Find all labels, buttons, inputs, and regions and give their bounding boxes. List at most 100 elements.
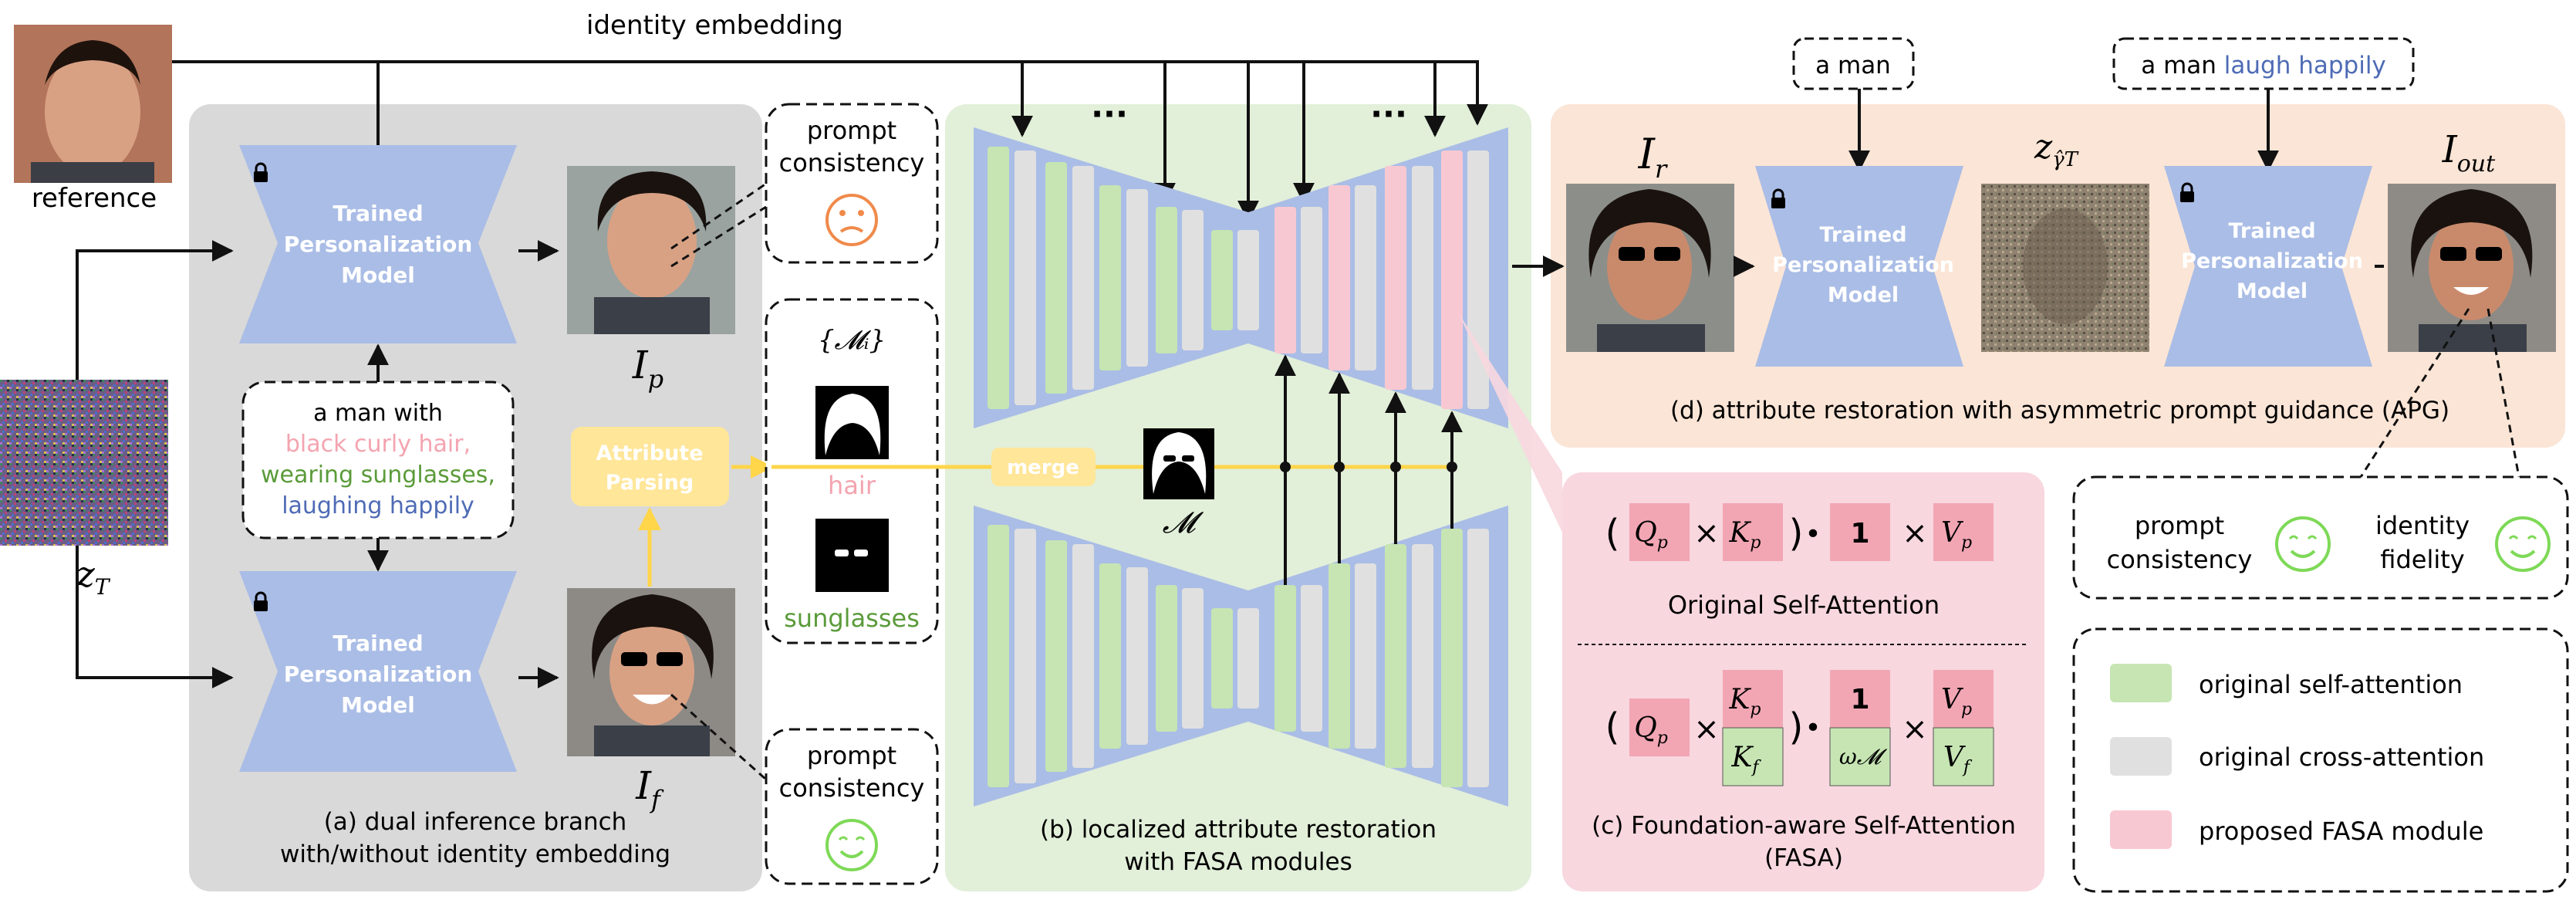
masks-box — [765, 298, 939, 644]
mask-image — [815, 386, 889, 459]
svg-text:Personalization: Personalization — [2181, 249, 2363, 273]
svg-text:a man: a man — [1815, 52, 1891, 79]
trained-model-d2: Trained Personalization Model — [2164, 166, 2372, 367]
legend-swatch-pink — [2110, 810, 2172, 849]
happy-face-icon — [2275, 516, 2331, 572]
image-ir — [1566, 184, 1734, 352]
label-ir: Ir — [1638, 130, 1668, 184]
legend-box — [2072, 627, 2569, 893]
panel-c — [1562, 472, 2044, 891]
caption-c-line2: (FASA) — [1764, 844, 1843, 872]
merge-box — [991, 448, 1096, 486]
image-ip — [567, 166, 735, 334]
mask-image — [1143, 428, 1214, 499]
reference-label: reference — [32, 183, 157, 214]
svg-text:prompt: prompt — [807, 741, 896, 770]
prompt-line-2: black curly hair, — [285, 431, 471, 458]
svg-text:×: × — [1693, 516, 1720, 551]
svg-text:Trained: Trained — [2228, 219, 2315, 243]
svg-text:Model: Model — [1828, 283, 1899, 307]
caption-b-line1: (b) localized attribute restoration — [1040, 816, 1437, 844]
legend-green-label: original self-attention — [2199, 670, 2463, 699]
mask-hair-label: hair — [828, 471, 876, 500]
attribute-parsing-box — [571, 427, 729, 506]
caption-d: (d) attribute restoration with asymmetri… — [1670, 397, 2449, 424]
unet-top-blocks — [988, 147, 1489, 409]
svg-text:Trained: Trained — [333, 631, 423, 656]
prompt-box — [241, 380, 515, 539]
legend-gray-label: original cross-attention — [2199, 742, 2484, 772]
original-self-attention-label: Original Self-Attention — [1668, 590, 1940, 620]
original-self-attention-formula: ( Qp × Kp ) • 1 × Vp — [1605, 503, 1994, 561]
trained-model-top: Trained Personalization Model — [239, 145, 517, 343]
sad-face-icon — [825, 194, 878, 246]
svg-text:×: × — [1902, 516, 1928, 551]
svg-text:Model: Model — [2237, 279, 2308, 303]
legend-pink-label: proposed FASA module — [2199, 817, 2483, 846]
mask-sunglasses-label: sunglasses — [784, 604, 920, 633]
prompt-line-3: wearing sunglasses, — [261, 462, 495, 489]
svg-text:Kp: Kp — [1729, 684, 1761, 719]
prompt-a-man-box — [1792, 37, 1915, 90]
svg-text:Personalization: Personalization — [284, 661, 473, 687]
svg-text:prompt: prompt — [807, 116, 896, 145]
prompt-consistency-happy — [765, 728, 939, 885]
svg-text:Personalization: Personalization — [284, 232, 473, 257]
prompt-line-1: a man with — [313, 400, 443, 427]
svg-text:(: ( — [1605, 705, 1620, 749]
svg-text:Kf: Kf — [1730, 742, 1761, 777]
reference-photo — [14, 25, 172, 183]
evaluation-box — [2072, 475, 2569, 600]
svg-text:Attribute: Attribute — [596, 441, 703, 465]
svg-text:Model: Model — [341, 692, 415, 718]
svg-text:a man laugh happily: a man laugh happily — [2141, 52, 2386, 79]
legend-swatch-green — [2110, 664, 2172, 702]
svg-text:consistency: consistency — [2107, 545, 2253, 574]
svg-text:Kp: Kp — [1729, 517, 1761, 553]
svg-text:Vp: Vp — [1941, 517, 1972, 553]
svg-text:Qp: Qp — [1634, 517, 1668, 553]
svg-text:Vp: Vp — [1941, 684, 1972, 719]
fasa-formula: ( Qp × Kp Kf ) • 1 ω𝓜 × Vp Vf — [1605, 670, 1994, 786]
svg-text:ω𝓜: ω𝓜 — [1839, 744, 1888, 769]
ellipsis-left: ··· — [1091, 95, 1128, 133]
svg-text:): ) — [1789, 512, 1804, 555]
noise-image — [0, 380, 168, 546]
label-iout: Iout — [2442, 128, 2496, 178]
caption-b-line2: with FASA modules — [1124, 848, 1352, 876]
svg-text:Trained: Trained — [1819, 223, 1906, 247]
svg-text:Parsing: Parsing — [606, 471, 694, 495]
caption-a-line1: (a) dual inference branch — [324, 808, 627, 836]
svg-text:consistency: consistency — [779, 773, 925, 803]
svg-text:consistency: consistency — [779, 148, 925, 178]
prompt-line-4: laughing happily — [282, 492, 474, 519]
prompt-consistency-sad — [765, 103, 939, 264]
caption-c-line1: (c) Foundation-aware Self-Attention — [1592, 812, 2016, 840]
happy-face-icon — [825, 819, 878, 871]
label-ip: Ip — [632, 343, 663, 394]
svg-text:(: ( — [1605, 512, 1620, 555]
svg-text:merge: merge — [1007, 456, 1079, 479]
label-z-gamma: zγ̂T — [2034, 127, 2079, 171]
svg-text:×: × — [1693, 712, 1720, 747]
svg-text:Model: Model — [341, 262, 415, 288]
happy-face-icon — [2495, 516, 2551, 572]
svg-text:Vf: Vf — [1943, 742, 1973, 777]
svg-text:1: 1 — [1850, 518, 1869, 550]
svg-text:•: • — [1805, 712, 1821, 744]
mask-image — [815, 519, 889, 592]
identity-embedding-label: identity embedding — [586, 10, 843, 41]
svg-text:×: × — [1902, 712, 1928, 747]
ellipsis-right: ··· — [1370, 95, 1407, 133]
image-iout — [2388, 184, 2556, 352]
trained-model-bottom: Trained Personalization Model — [239, 571, 517, 772]
svg-text:•: • — [1805, 519, 1821, 550]
fasa-connections — [1274, 354, 1463, 585]
svg-text:identity: identity — [2375, 511, 2470, 540]
masks-set-label: {𝓜ᵢ} — [818, 325, 886, 356]
z-t-label: zT — [76, 553, 111, 600]
svg-text:Trained: Trained — [333, 201, 423, 226]
svg-text:Personalization: Personalization — [1772, 253, 1954, 277]
image-if — [567, 588, 735, 756]
